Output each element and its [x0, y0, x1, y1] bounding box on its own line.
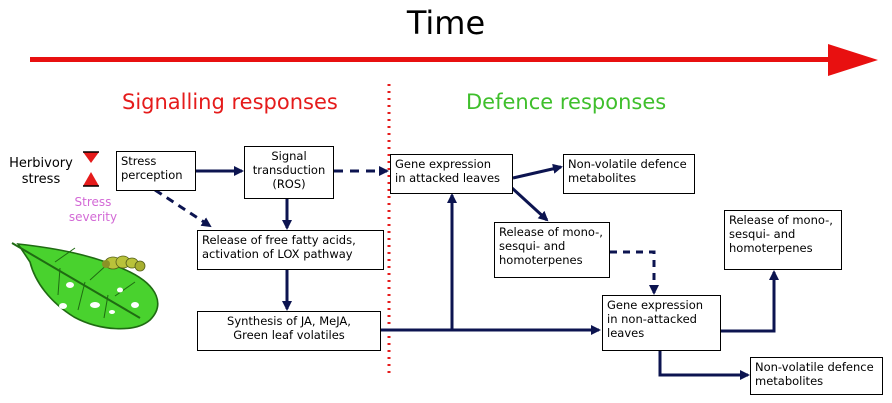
- arrow-perception-to-ffa: [154, 188, 212, 228]
- nonvolatile-metabolites-box-1: Non-volatile defence metabolites: [563, 154, 695, 194]
- release-ffa-box: Release of free fatty acids, activation …: [197, 230, 384, 270]
- arrow-gene-to-nonvolatile-1: [512, 163, 563, 180]
- stress-severity-label: Stress severity: [68, 195, 118, 224]
- hourglass-icon: [83, 151, 99, 187]
- gene-expression-nonattacked-box: Gene expression in non-attacked leaves: [602, 295, 721, 351]
- defence-heading: Defence responses: [466, 90, 667, 114]
- release-terpenes-box-2: Release of mono-, sesqui- and homoterpen…: [724, 210, 842, 270]
- synthesis-ja-box: Synthesis of JA, MeJA, Green leaf volati…: [197, 311, 381, 351]
- arrow-gene-to-nonvolatile-2: [658, 351, 750, 380]
- release-terpenes-box-1: Release of mono-, sesqui- and homoterpen…: [494, 222, 610, 278]
- caterpillar-leaf-icon: [11, 242, 159, 330]
- arrow-gene-to-terpenes-2: [721, 270, 779, 333]
- nonvolatile-metabolites-box-2: Non-volatile defence metabolites: [750, 357, 883, 395]
- signal-transduction-box: Signal transduction (ROS): [244, 146, 334, 199]
- diagram-title: Time: [406, 4, 486, 42]
- gene-expression-attacked-box: Gene expression in attacked leaves: [390, 154, 513, 194]
- caterpillar-icon: [102, 255, 146, 272]
- stress-perception-box: Stress perception: [116, 151, 196, 191]
- connectors: [154, 163, 779, 380]
- signalling-heading: Signalling responses: [122, 90, 338, 114]
- time-arrow: [30, 44, 878, 76]
- herbivory-stress-label: Herbivory stress: [9, 156, 73, 187]
- arrow-terpenes-to-gene-nonattacked: [610, 250, 659, 295]
- arrow-gene-to-terpenes-1: [510, 186, 549, 222]
